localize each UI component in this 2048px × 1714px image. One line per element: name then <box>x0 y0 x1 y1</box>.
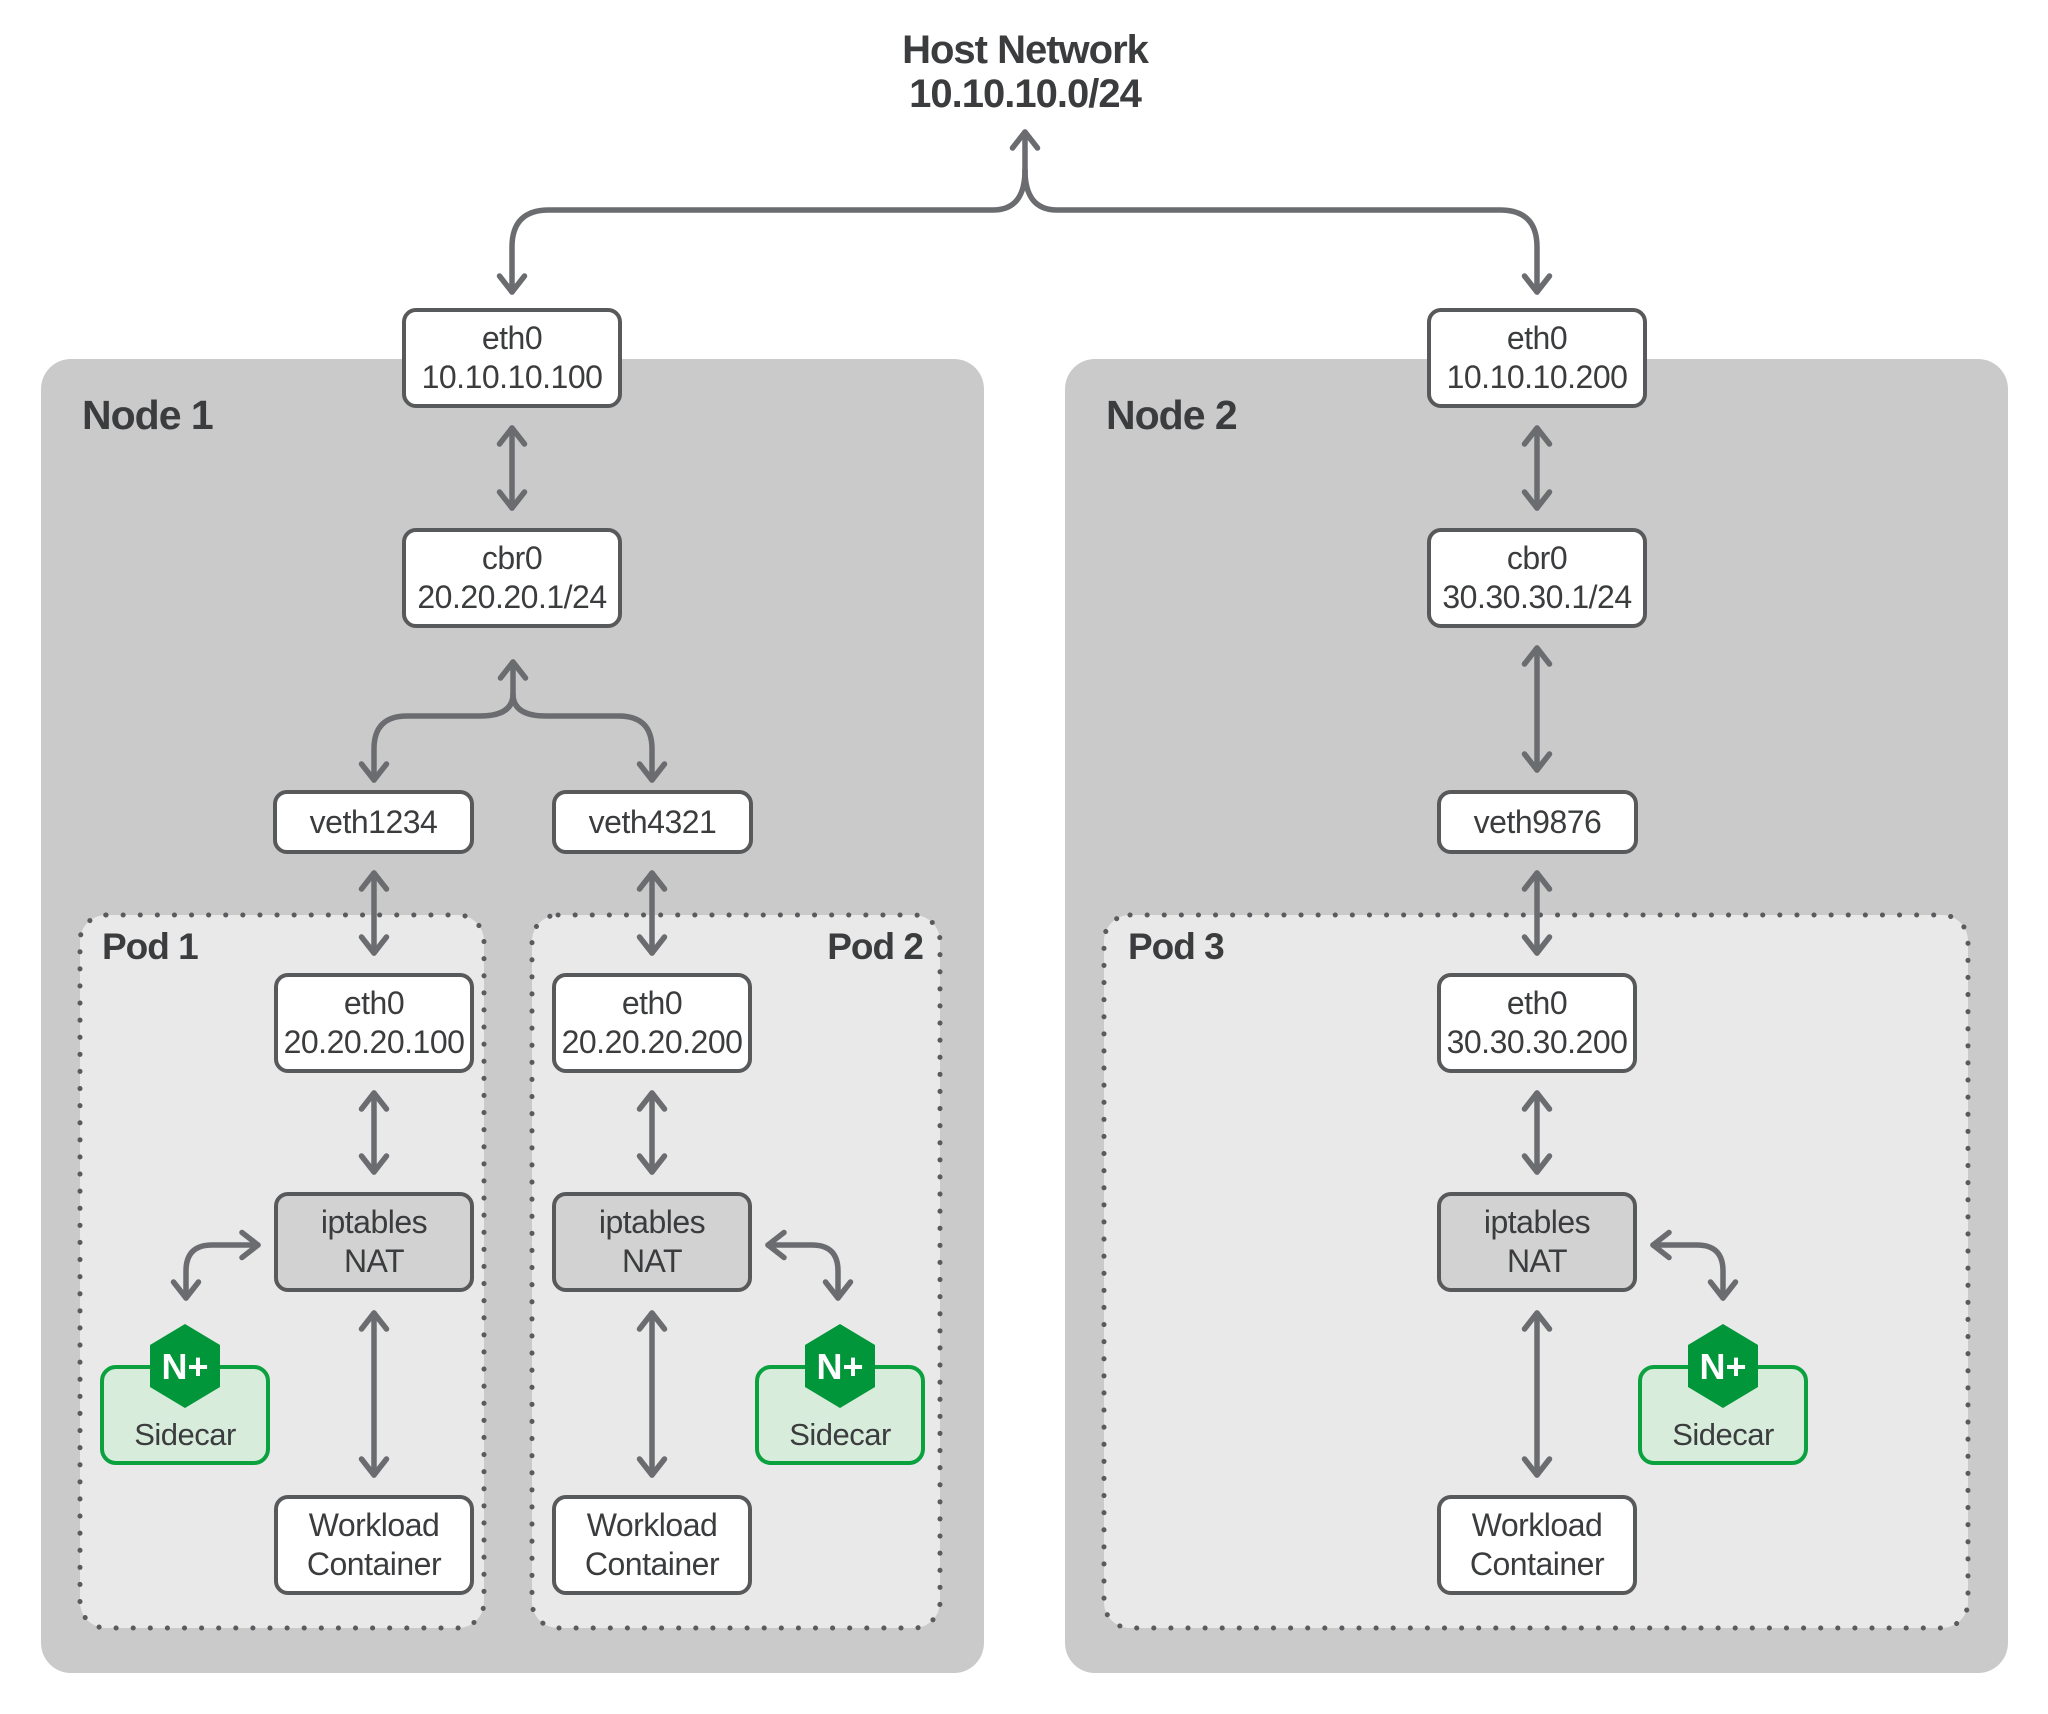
pod-3-workload-line2: Container <box>1469 1546 1605 1582</box>
node-1-cbr0-name: cbr0 <box>481 540 543 576</box>
pod-1-workload-line1: Workload <box>308 1507 440 1543</box>
pod-1-label: Pod 1 <box>102 926 199 967</box>
pod-1-workload-line2: Container <box>306 1546 442 1582</box>
host-network-name: Host Network <box>902 28 1149 72</box>
pod-3-nat-line1: iptables <box>1483 1204 1591 1240</box>
pod-1-eth0-ip: 20.20.20.100 <box>283 1024 465 1060</box>
node-2-eth0-name: eth0 <box>1506 320 1568 356</box>
pod-3-workload-box: Workload Container <box>1437 1495 1637 1595</box>
pod-1-workload-box: Workload Container <box>274 1495 474 1595</box>
node-1-eth0-ip: 10.10.10.100 <box>421 359 603 395</box>
pod-2-sidecar-box: Sidecar <box>755 1365 925 1465</box>
veth1234-label: veth1234 <box>309 803 438 840</box>
pod-2-eth0-name: eth0 <box>621 985 683 1021</box>
nginx-plus-icon-text: N+ <box>161 1346 208 1387</box>
nginx-plus-icon: N+ <box>1688 1324 1758 1408</box>
pod-1-eth0-name: eth0 <box>343 985 405 1021</box>
nginx-plus-icon-text: N+ <box>816 1346 863 1387</box>
veth9876-label: veth9876 <box>1473 803 1602 840</box>
pod-1-sidecar-label: Sidecar <box>134 1417 236 1452</box>
host-network-cidr: 10.10.10.0/24 <box>909 72 1142 116</box>
pod-2-eth0-box: eth0 20.20.20.200 <box>552 973 752 1073</box>
pod-1-nat-box: iptables NAT <box>274 1192 474 1292</box>
pod-2-workload-box: Workload Container <box>552 1495 752 1595</box>
pod-3-workload-line1: Workload <box>1471 1507 1603 1543</box>
node-2-label: Node 2 <box>1106 392 1238 438</box>
veth4321-label: veth4321 <box>588 803 717 840</box>
node-1-label: Node 1 <box>82 392 214 438</box>
node-2-cbr0-name: cbr0 <box>1506 540 1568 576</box>
pod-2-workload-line2: Container <box>584 1546 720 1582</box>
node-2-cbr0-cidr: 30.30.30.1/24 <box>1442 579 1632 615</box>
pod-3-eth0-name: eth0 <box>1506 985 1568 1021</box>
node-2-eth0-ip: 10.10.10.200 <box>1446 359 1628 395</box>
arrow-host-branch-left <box>496 167 1028 295</box>
pod-3-nat-box: iptables NAT <box>1437 1192 1637 1292</box>
veth4321-box: veth4321 <box>552 790 753 854</box>
nginx-plus-icon: N+ <box>150 1324 220 1408</box>
node-1-eth0-name: eth0 <box>481 320 543 356</box>
pod-1-nat-line2: NAT <box>343 1243 405 1279</box>
pod-2-nat-line2: NAT <box>621 1243 683 1279</box>
pod-2-eth0-ip: 20.20.20.200 <box>561 1024 743 1060</box>
pod-2-nat-line1: iptables <box>598 1204 706 1240</box>
veth1234-box: veth1234 <box>273 790 474 854</box>
pod-3-nat-line2: NAT <box>1506 1243 1568 1279</box>
pod-2-workload-line1: Workload <box>586 1507 718 1543</box>
pod-2-nat-box: iptables NAT <box>552 1192 752 1292</box>
node-1-cbr0-box: cbr0 20.20.20.1/24 <box>402 528 622 628</box>
pod-3-eth0-box: eth0 30.30.30.200 <box>1437 973 1637 1073</box>
node-2-eth0-box: eth0 10.10.10.200 <box>1427 308 1647 408</box>
pod-2-sidecar-label: Sidecar <box>789 1417 891 1452</box>
pod-2-label: Pod 2 <box>827 926 924 967</box>
nginx-plus-icon: N+ <box>805 1324 875 1408</box>
veth9876-box: veth9876 <box>1437 790 1638 854</box>
pod-1-eth0-box: eth0 20.20.20.100 <box>274 973 474 1073</box>
node-1-cbr0-cidr: 20.20.20.1/24 <box>417 579 607 615</box>
nginx-plus-icon-text: N+ <box>1699 1346 1746 1387</box>
pod-3-sidecar-label: Sidecar <box>1672 1417 1774 1452</box>
host-network-title: Host Network 10.10.10.0/24 <box>825 28 1225 116</box>
pod-3-label: Pod 3 <box>1128 926 1225 967</box>
pod-1-nat-line1: iptables <box>320 1204 428 1240</box>
arrow-host-branch-right <box>1022 167 1553 295</box>
node-2-cbr0-box: cbr0 30.30.30.1/24 <box>1427 528 1647 628</box>
node-1-eth0-box: eth0 10.10.10.100 <box>402 308 622 408</box>
pod-3-eth0-ip: 30.30.30.200 <box>1446 1024 1628 1060</box>
